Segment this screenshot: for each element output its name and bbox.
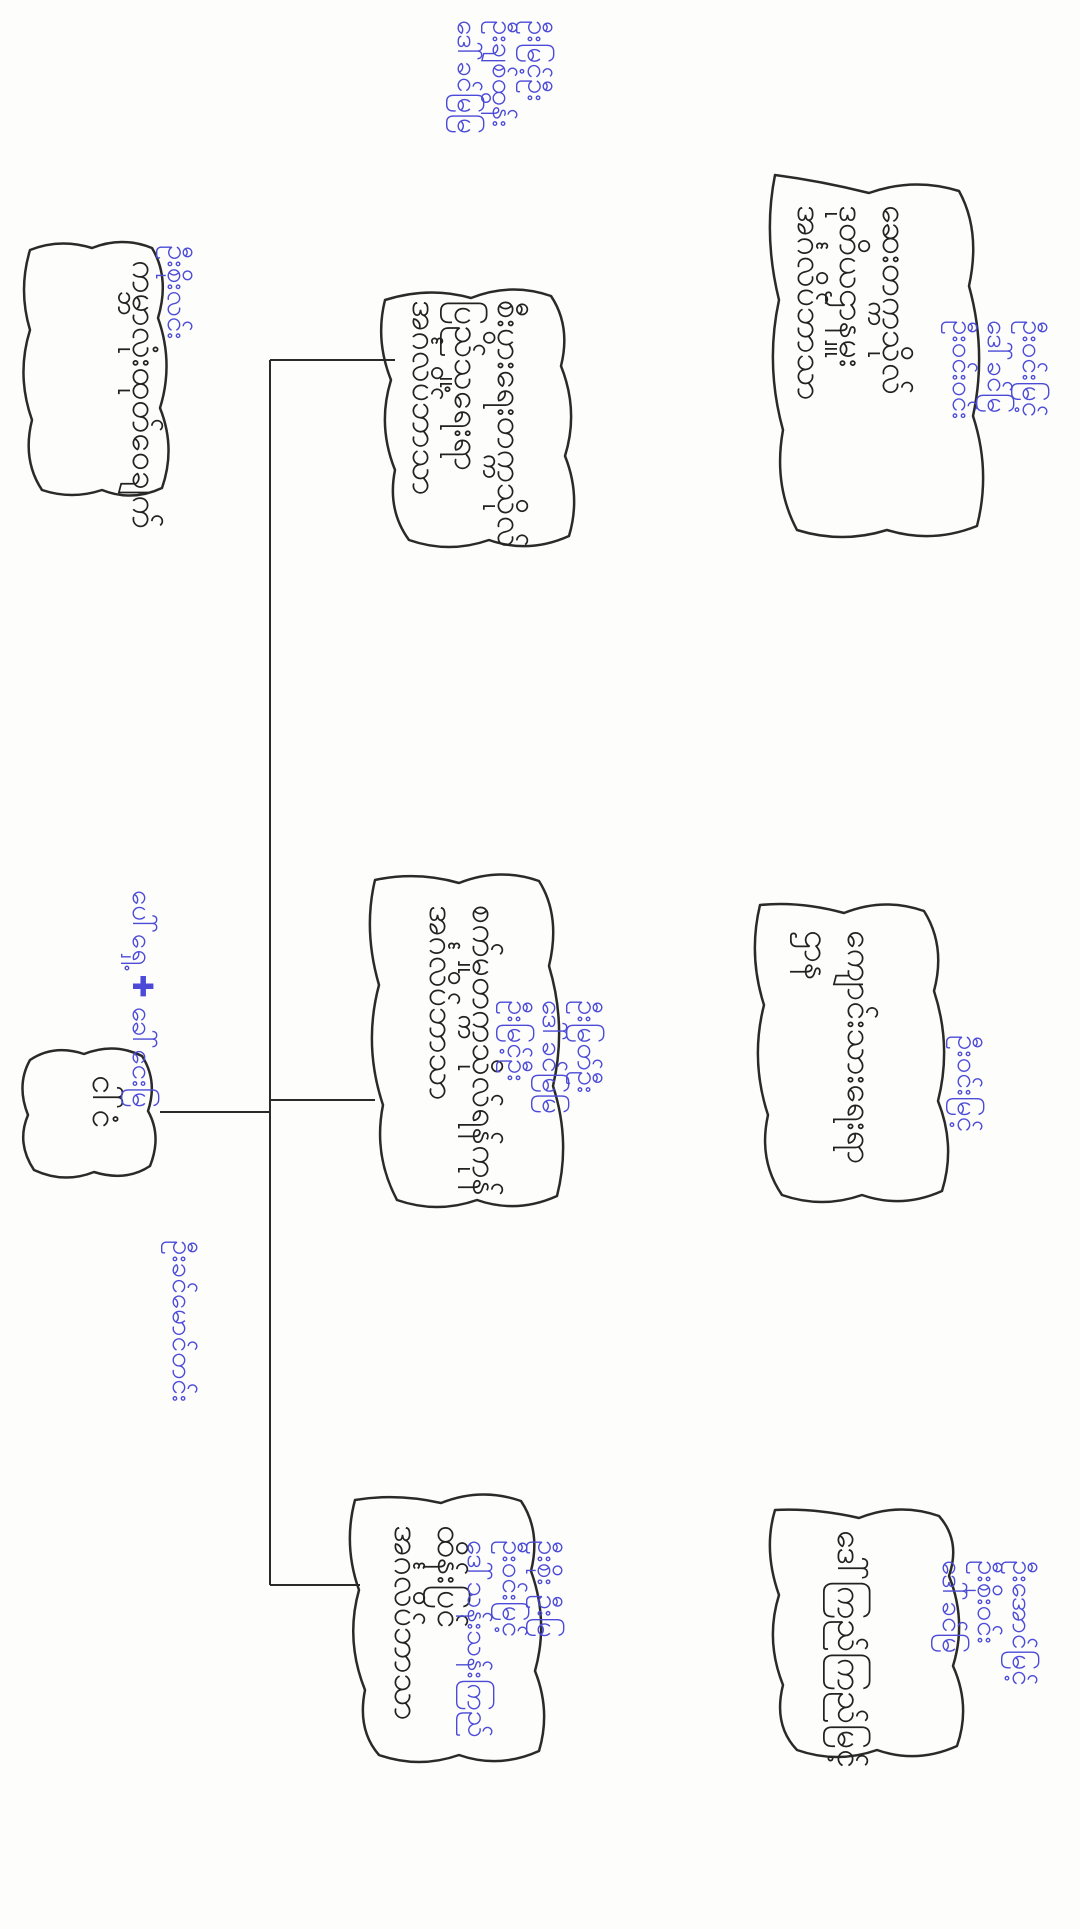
- node-middle-left: ထိန်းပြင် အင်္ဂလိပ်ဘာသာ: [385, 1525, 470, 1720]
- note-middle-center-line-2: ဒေါ်ခင်မြမြ: [536, 1000, 569, 1115]
- node-bottom-left: ဒေါ်ကြည်ကြည်မြင့်: [828, 1530, 871, 1768]
- node-bottom-center-line-1: ကျောင်းသားရေးရာ: [839, 930, 879, 1165]
- node-bottom-center-line-2: ဌာန: [796, 930, 837, 981]
- cloud-middle-right: [379, 288, 576, 549]
- cloud-top-right: [22, 240, 170, 497]
- note-top-right-line-1: ဦးစိုးလင်း: [161, 245, 194, 340]
- note-bottom-right: ဦးဝင်းမြင့် ဒေါ်ခင်မြ ဦးဝင်းဝင်း: [945, 320, 1050, 419]
- note-middle-left-line-1: ဦးစိုး ဦးမြ: [531, 1540, 564, 1638]
- note-middle-left-line-2: ဦးဝင်းမြင့်: [496, 1540, 529, 1638]
- note-root-right-line-1: ပေါ်ရှေ့ ✚ ခေါ်ငေးမြ: [126, 890, 159, 1108]
- note-root-left: ဦးခင်မောင်တင်း: [165, 1240, 200, 1402]
- node-root-line-1: ငါ်ငံ: [84, 1075, 124, 1129]
- node-middle-right-line-3: အင်္ဂလိပ်ဘာသာ: [404, 300, 444, 496]
- node-bottom-center: ကျောင်းသားရေးရာ ဌာန: [795, 930, 880, 1164]
- note-root-left-line-1: ဦးခင်မောင်တင်း: [166, 1240, 199, 1403]
- note-bottom-left: ဦးအောင်မြင့် ဦးစိုးဝင်း ဒေါ်ခင်မြ: [935, 1560, 1040, 1686]
- node-middle-right-line-2: ပြည်သူ့ရေးရာ: [446, 300, 487, 471]
- node-middle-left-line-2: အင်္ဂလိပ်ဘာသာ: [386, 1525, 427, 1721]
- note-middle-left: ဦးစိုး ဦးမြ ဦးဝင်းမြင့် ဒေါ်သန်းသန်းကြည်: [460, 1540, 565, 1738]
- node-middle-right: စီးပွားရေးတက္ကသိုလ် ပြည်သူ့ရေးရာ အင်္ဂလိ…: [403, 300, 531, 548]
- note-bottom-center-line-1: ဦးဝင်းမြင့်: [951, 1035, 984, 1133]
- note-middle-center-line-1: ဦးမြတ်ဦး: [571, 1000, 604, 1094]
- node-middle-right-line-1: စီးပွားရေးတက္ကသိုလ်: [489, 300, 529, 548]
- node-bottom-left-line-1: ဒေါ်ကြည်ကြည်မြင့်: [829, 1530, 869, 1768]
- node-bottom-right-line-2: ဒုတိယဌာနမှူး: [831, 205, 872, 368]
- cloud-middle-left: [348, 1493, 546, 1764]
- node-bottom-right: ဆေးတက္ကသိုလ် ဒုတိယဌာနမှူး အင်္ဂလိပ်ဘာသာ: [788, 205, 916, 400]
- note-bottom-left-line-1: ဦးအောင်မြင့်: [1006, 1560, 1039, 1686]
- connector-lines: [160, 359, 395, 1586]
- note-middle-center-line-3: ဦးမြင့်ဦး: [501, 1000, 534, 1082]
- note-middle-right-line-1: ဦးမြင့်ဦး: [521, 20, 554, 102]
- cloud-bottom-center: [753, 902, 950, 1204]
- node-bottom-right-line-1: ဆေးတက္ကသိုလ်: [874, 205, 914, 395]
- note-middle-left-line-3: ဒေါ်သန်းသန်းကြည်: [461, 1540, 494, 1738]
- node-middle-center-line-1: စက်မှုတက္ကသိုလ်ရန်ကုန်: [464, 905, 504, 1196]
- note-bottom-left-line-3: ဒေါ်ခင်မြ: [936, 1560, 969, 1654]
- note-middle-right-line-3: ဒေါ်ခင်မြမြ: [451, 20, 484, 135]
- node-top-right: ကမ္ဘာလုံးထုတ်ဝေချက်: [123, 260, 166, 528]
- node-root: ငါ်ငံ: [83, 1075, 126, 1128]
- node-middle-center: စက်မှုတက္ကသိုလ်ရန်ကုန် အင်္ဂလိပ်ဘာသာ: [420, 905, 505, 1196]
- cloud-middle-center: [368, 873, 565, 1209]
- note-bottom-center: ဦးဝင်းမြင့်: [950, 1035, 985, 1132]
- note-middle-center: ဦးမြတ်ဦး ဒေါ်ခင်မြမြ ဦးမြင့်ဦး: [500, 1000, 605, 1114]
- note-bottom-right-line-1: ဦးဝင်းမြင့်: [1016, 320, 1049, 418]
- cloud-bottom-right: [768, 173, 985, 539]
- node-bottom-right-line-3: အင်္ဂလိပ်ဘာသာ: [789, 205, 829, 401]
- node-middle-center-line-2: အင်္ဂလိပ်ဘာသာ: [421, 905, 462, 1101]
- note-root-right: ပေါ်ရှေ့ ✚ ခေါ်ငေးမြ: [125, 890, 160, 1108]
- note-middle-right: ဦးမြင့်ဦး ဦးချစ်ထွန်း ဒေါ်ခင်မြမြ: [450, 20, 555, 134]
- note-bottom-left-line-2: ဦးစိုးဝင်း: [971, 1560, 1004, 1644]
- note-bottom-right-line-2: ဒေါ်ခင်မြ: [981, 320, 1014, 414]
- note-top-right: ဦးစိုးလင်း: [160, 245, 195, 339]
- note-bottom-right-line-3: ဦးဝင်းဝင်း: [946, 320, 979, 420]
- cloud-bottom-left: [768, 1508, 965, 1759]
- node-top-right-line-1: ကမ္ဘာလုံးထုတ်ဝေချက်: [124, 260, 164, 529]
- cloud-root: [21, 1047, 157, 1179]
- note-middle-right-line-2: ဦးချစ်ထွန်း: [486, 20, 519, 128]
